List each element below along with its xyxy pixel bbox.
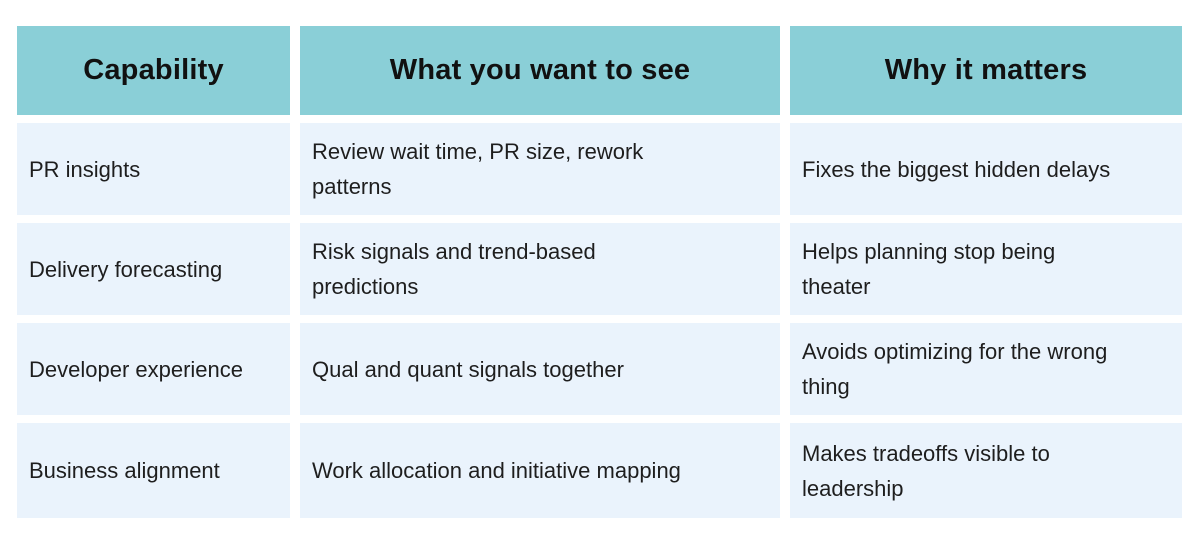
cell-why-business-alignment: Makes tradeoffs visible to leadership (790, 423, 1182, 518)
column-header-what-you-want-to-see: What you want to see (300, 26, 780, 115)
cell-what-pr-insights: Review wait time, PR size, rework patter… (300, 123, 780, 215)
cell-what-developer-experience: Qual and quant signals together (300, 323, 780, 415)
cell-why-delivery-forecasting: Helps planning stop being theater (790, 223, 1182, 315)
cell-capability-business-alignment: Business alignment (17, 423, 290, 518)
cell-why-pr-insights: Fixes the biggest hidden delays (790, 123, 1182, 215)
column-header-capability: Capability (17, 26, 290, 115)
cell-what-delivery-forecasting: Risk signals and trend-based predictions (300, 223, 780, 315)
cell-capability-delivery-forecasting: Delivery forecasting (17, 223, 290, 315)
cell-capability-pr-insights: PR insights (17, 123, 290, 215)
cell-why-developer-experience: Avoids optimizing for the wrong thing (790, 323, 1182, 415)
comparison-table: Capability What you want to see Why it m… (17, 26, 1182, 518)
cell-capability-developer-experience: Developer experience (17, 323, 290, 415)
cell-what-business-alignment: Work allocation and initiative mapping (300, 423, 780, 518)
column-header-why-it-matters: Why it matters (790, 26, 1182, 115)
